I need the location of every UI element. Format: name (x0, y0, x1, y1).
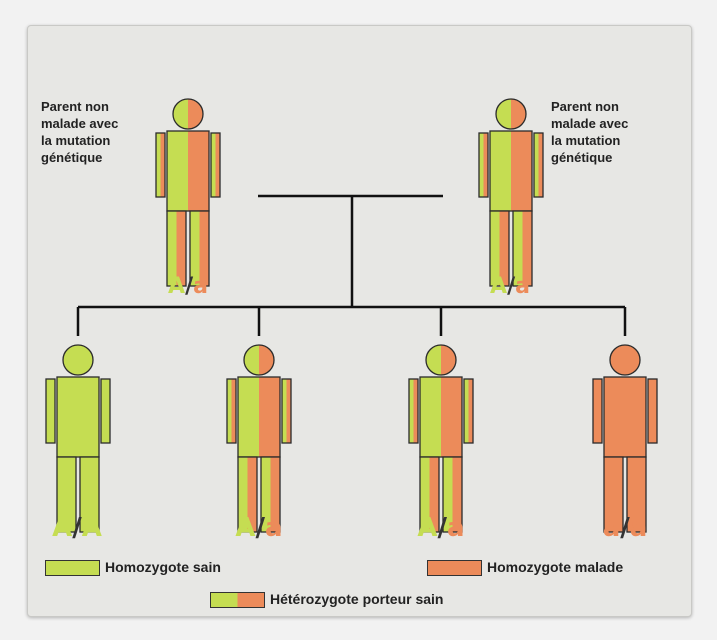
allele: A (52, 513, 73, 543)
figures (45, 98, 658, 533)
parent-left-note: Parent non malade avec la mutation génét… (41, 99, 119, 165)
allele: A (81, 513, 102, 543)
connector-lines (76, 194, 627, 336)
child-4-genotype: a/a (580, 513, 670, 543)
child-figure (592, 344, 658, 533)
allele: a (515, 274, 530, 299)
allele-separator: / (620, 513, 630, 543)
parent-figure (478, 98, 544, 287)
legend-swatch-homozygote-malade (427, 560, 482, 576)
allele: A (417, 513, 438, 543)
allele: a (629, 513, 648, 543)
parent-left-genotype: A/a (143, 274, 233, 299)
parent-figure (155, 98, 221, 287)
allele: A (235, 513, 256, 543)
child-figure (226, 344, 292, 533)
allele-separator: / (507, 274, 516, 299)
child-3-genotype: A/a (396, 513, 486, 543)
allele-separator: / (437, 513, 448, 543)
child-2-genotype: A/a (214, 513, 304, 543)
legend-swatch-homozygote-sain (45, 560, 100, 576)
parent-right-note: Parent non malade avec la mutation génét… (551, 99, 629, 165)
pedigree-diagram (45, 98, 658, 533)
child-figure (408, 344, 474, 533)
allele-separator: / (255, 513, 266, 543)
allele-separator: / (72, 513, 82, 543)
allele-separator: / (185, 274, 194, 299)
allele: a (265, 513, 283, 543)
child-figure (45, 344, 111, 533)
legend-label-heterozygote: Hétérozygote porteur sain (270, 591, 444, 607)
allele: a (602, 513, 621, 543)
allele: A (168, 274, 186, 299)
pedigree-panel: Parent non malade avec la mutation génét… (27, 25, 692, 617)
allele: a (447, 513, 465, 543)
allele: a (193, 274, 208, 299)
allele: A (490, 274, 508, 299)
parent-right-genotype: A/a (465, 274, 555, 299)
legend-label-homozygote-sain: Homozygote sain (105, 559, 221, 575)
child-1-genotype: A/A (32, 513, 122, 543)
legend-label-homozygote-malade: Homozygote malade (487, 559, 624, 575)
legend-swatch-heterozygote (210, 592, 265, 608)
